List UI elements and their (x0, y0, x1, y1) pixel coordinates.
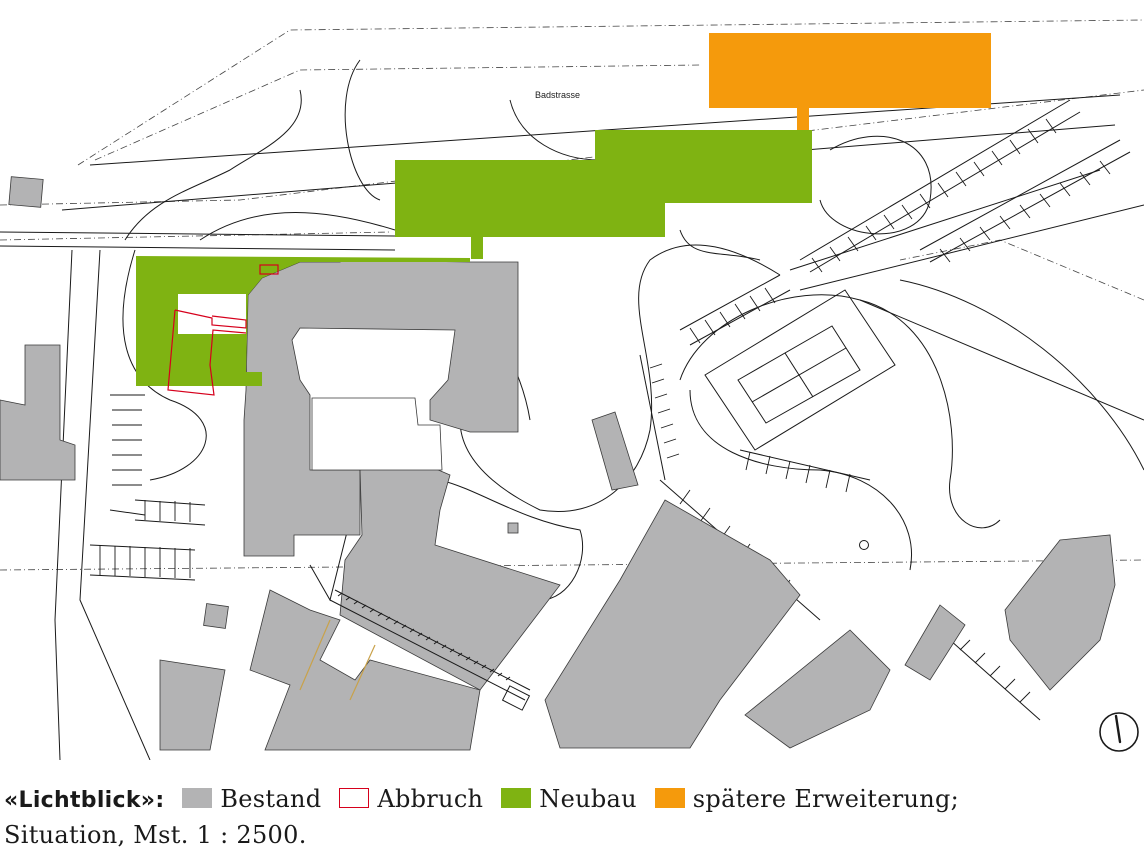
legend-label-extension: spätere Erweiterung; (692, 785, 960, 813)
covered-walkway (329, 589, 531, 711)
legend-new-build: Neubau (491, 785, 637, 813)
new-building-wing (395, 130, 812, 237)
caption-scale: Situation, Mst. 1 : 2500. (4, 821, 307, 849)
legend-demolition: Abbruch (329, 785, 483, 813)
legend-swatch-new-build (501, 788, 532, 808)
building-southwest (249, 589, 481, 751)
new-building-voids (178, 294, 246, 334)
site-plan-map: Badstrasse (0, 19, 1144, 760)
north-arrow-icon (1099, 712, 1139, 752)
building-west-row (0, 344, 76, 481)
new-buildings (136, 130, 812, 386)
new-building-link (471, 237, 483, 259)
building-east-hall (339, 459, 561, 691)
building-southeast (744, 629, 891, 749)
extension-block (709, 33, 991, 108)
fountain-marker (859, 540, 869, 550)
extension-link (797, 108, 809, 130)
extension-buildings (709, 33, 991, 130)
existing-buildings (0, 176, 1116, 751)
legend-label-new-build: Neubau (539, 785, 637, 813)
street-label: Badstrasse (535, 90, 580, 100)
building-east-annex (904, 604, 966, 681)
footpath-accent (299, 619, 376, 701)
boundary-lines (0, 19, 1144, 571)
legend-swatch-existing (182, 788, 213, 808)
building-pavilion (591, 411, 639, 491)
building-main-block (243, 259, 519, 557)
legend-label-existing: Bestand (220, 785, 322, 813)
legend-swatch-extension (654, 788, 685, 808)
legend-label-demolition: Abbruch (377, 785, 484, 813)
demolition-outlines (167, 264, 279, 396)
tennis-court (704, 289, 896, 451)
legend-swatch-demolition (339, 788, 370, 808)
building-kiosk (8, 176, 44, 208)
building-shed (203, 603, 229, 629)
building-chapel (1004, 534, 1116, 691)
building-west-small (159, 659, 226, 751)
new-building-west (136, 256, 470, 386)
building-large-hall (544, 499, 801, 749)
caption-title: «Lichtblick» (4, 788, 156, 813)
building-marker (507, 522, 519, 534)
caption-separator: : (155, 788, 165, 813)
map-caption: «Lichtblick»: Bestand Abbruch Neubau spä… (4, 782, 1140, 852)
legend-extension: spätere Erweiterung; (645, 785, 959, 813)
parking-ticks (99, 118, 1111, 703)
courtyards (311, 397, 443, 471)
legend-existing: Bestand (172, 785, 321, 813)
